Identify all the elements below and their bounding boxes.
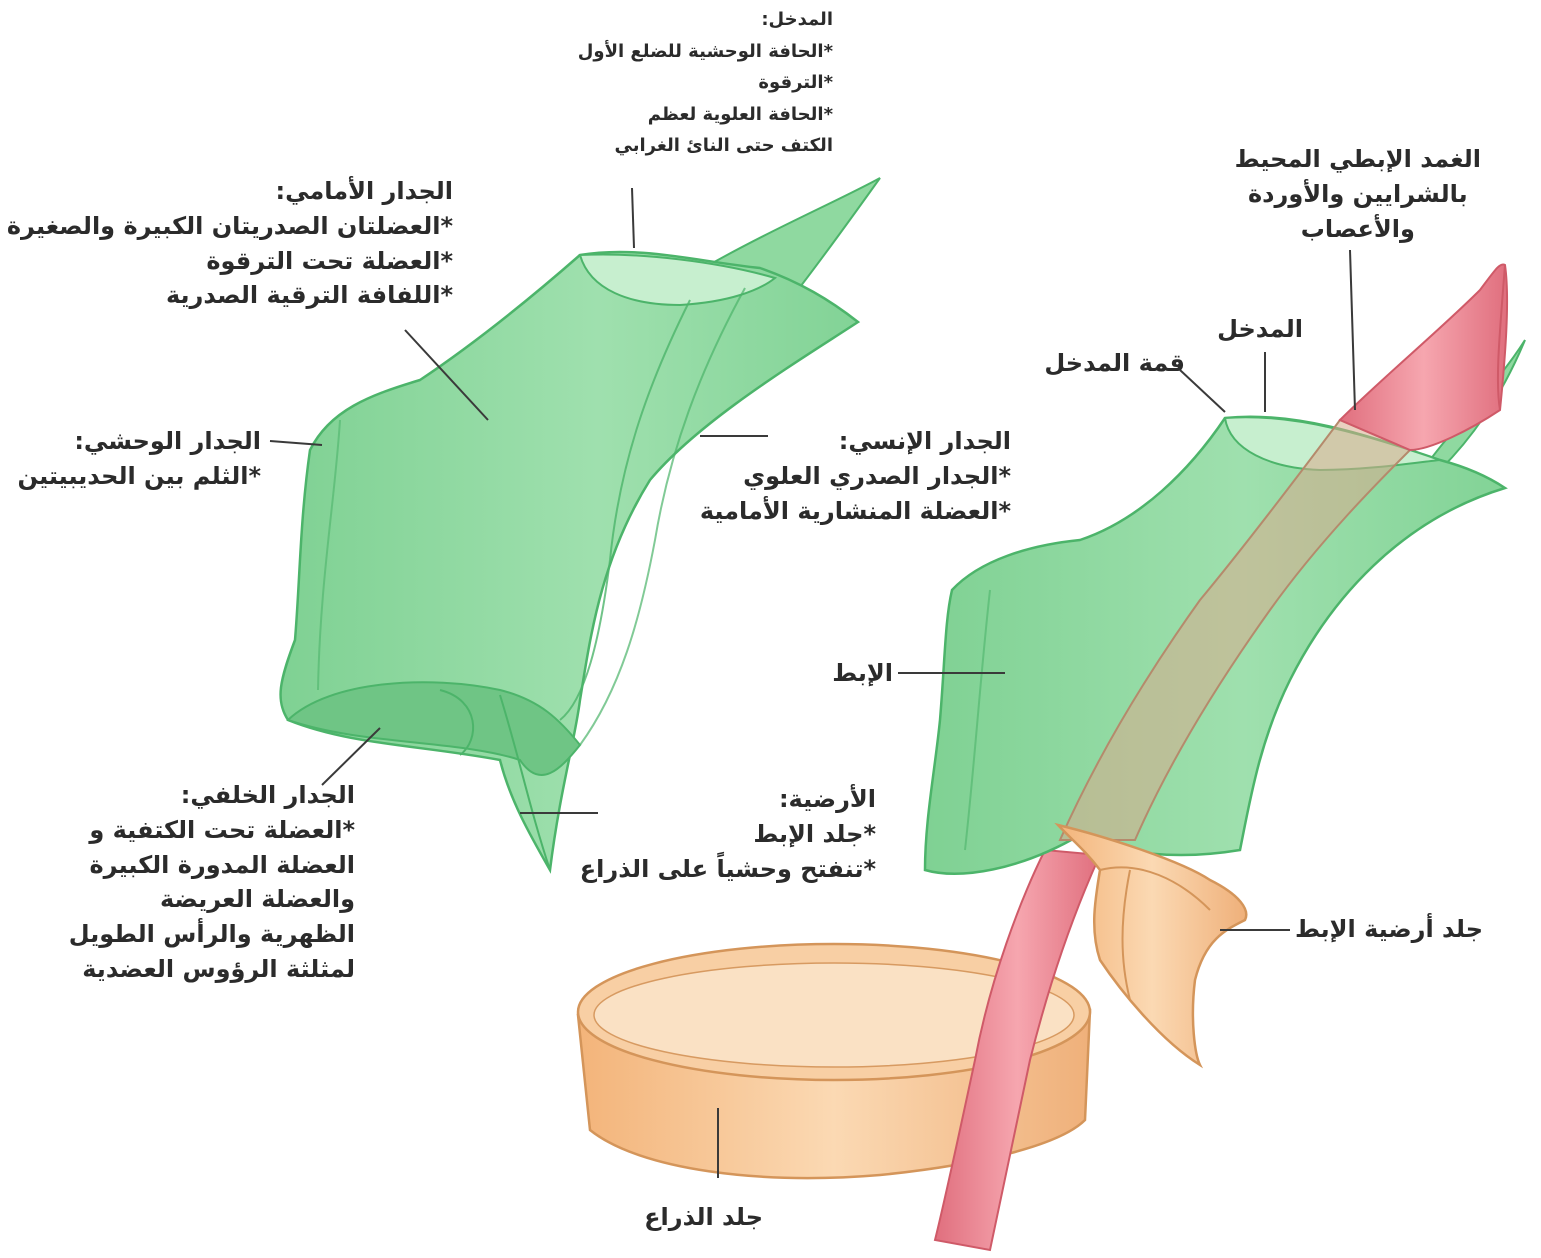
medial-wall-line: *العضلة المنشارية الأمامية: [700, 494, 1011, 529]
anterior-wall-label: الجدار الأمامي: *العضلتان الصدريتان الكب…: [7, 174, 453, 313]
anterior-wall-line: الجدار الأمامي:: [7, 174, 453, 209]
inlet-apex-label: قمة المدخل: [1044, 346, 1185, 381]
posterior-wall-line: والعضلة العريضة: [69, 882, 355, 917]
anterior-wall-line: *العضلة تحت الترقوة: [7, 244, 453, 279]
inlet-detail-line: الكتف حتى النائ الغرابي: [578, 130, 833, 162]
sheath-line: الغمد الإبطي المحيط: [1235, 142, 1481, 177]
medial-wall-line: *الجدار الصدري العلوي: [700, 459, 1011, 494]
posterior-wall-label: الجدار الخلفي: *العضلة تحت الكتفية و الع…: [69, 778, 355, 987]
sheath-line: والأعصاب: [1235, 212, 1481, 247]
floor-line: *تنفتح وحشياً على الذراع: [580, 852, 876, 887]
lateral-wall-line: الجدار الوحشي:: [17, 424, 261, 459]
arm-skin-label: جلد الذراع: [644, 1200, 763, 1235]
posterior-wall-line: الظهرية والرأس الطويل: [69, 917, 355, 952]
posterior-wall-line: العضلة المدورة الكبيرة: [69, 848, 355, 883]
inlet-detail-line: *الحافة الوحشية للضلع الأول: [578, 36, 833, 68]
anterior-wall-line: *العضلتان الصدريتان الكبيرة والصغيرة: [7, 209, 453, 244]
axilla-label: الإبط: [832, 656, 893, 691]
sheath-label: الغمد الإبطي المحيط بالشرايين والأوردة و…: [1235, 142, 1481, 246]
floor-skin-label: جلد أرضية الإبط: [1295, 912, 1483, 947]
inlet-detail-line: *الحافة العلوية لعظم: [578, 99, 833, 131]
axillary-sheath-upper: [1340, 264, 1507, 450]
sheath-line: بالشرايين والأوردة: [1235, 177, 1481, 212]
floor-line: *جلد الإبط: [580, 817, 876, 852]
lateral-wall-line: *الثلم بين الحديبيتين: [17, 459, 261, 494]
inlet-detail-line: المدخل:: [578, 4, 833, 36]
anterior-wall-line: *اللفافة الترقية الصدرية: [7, 278, 453, 313]
floor-line: الأرضية:: [580, 782, 876, 817]
medial-wall-line: الجدار الإنسي:: [700, 424, 1011, 459]
inlet-label: المدخل: [1217, 312, 1303, 347]
left-body: [281, 252, 858, 870]
posterior-wall-line: الجدار الخلفي:: [69, 778, 355, 813]
lateral-wall-label: الجدار الوحشي: *الثلم بين الحديبيتين: [17, 424, 261, 494]
inlet-detail-line: *الترقوة: [578, 67, 833, 99]
medial-wall-label: الجدار الإنسي: *الجدار الصدري العلوي *ال…: [700, 424, 1011, 528]
inlet-detail-label: المدخل: *الحافة الوحشية للضلع الأول *الت…: [578, 4, 833, 162]
posterior-wall-line: لمثلثة الرؤوس العضدية: [69, 952, 355, 987]
posterior-wall-line: *العضلة تحت الكتفية و: [69, 813, 355, 848]
floor-label: الأرضية: *جلد الإبط *تنفتح وحشياً على ال…: [580, 782, 876, 886]
